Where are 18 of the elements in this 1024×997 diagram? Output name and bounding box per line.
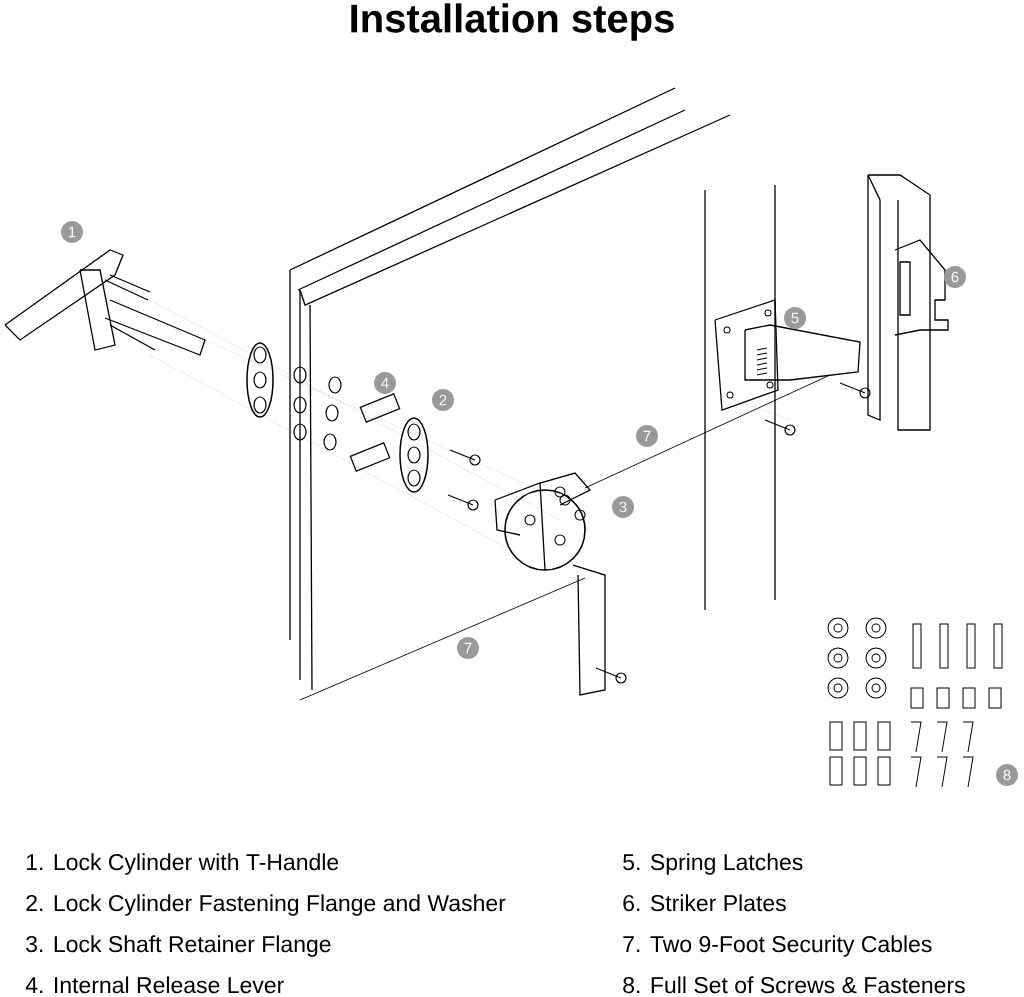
callout-number: 1 bbox=[61, 221, 83, 243]
callout-number: 4 bbox=[374, 372, 396, 394]
parts-list-item: 8. Full Set of Screws & Fasteners bbox=[623, 976, 965, 994]
parts-list-item: 6. Striker Plates bbox=[623, 894, 786, 912]
parts-list-item: 5. Spring Latches bbox=[623, 853, 803, 875]
callout-number: 7 bbox=[636, 425, 658, 447]
callout-number: 2 bbox=[432, 389, 454, 411]
parts-list-item: 2. Lock Cylinder Fastening Flange and Washer bbox=[26, 894, 506, 916]
parts-list-item: 4. Internal Release Lever bbox=[25, 976, 284, 994]
callout-number: 7 bbox=[457, 637, 479, 659]
parts-list-item: 3. Lock Shaft Retainer Flange bbox=[26, 935, 331, 957]
callout-number: 6 bbox=[944, 266, 966, 288]
callout-number: 8 bbox=[996, 764, 1018, 786]
title: Installation steps bbox=[351, 3, 674, 41]
callout-number: 3 bbox=[612, 496, 634, 518]
callout-number: 5 bbox=[784, 307, 806, 329]
parts-list-item: 7. Two 9-Foot Security Cables bbox=[623, 935, 932, 957]
parts-list-item: 1. Lock Cylinder with T-Handle bbox=[26, 853, 339, 875]
